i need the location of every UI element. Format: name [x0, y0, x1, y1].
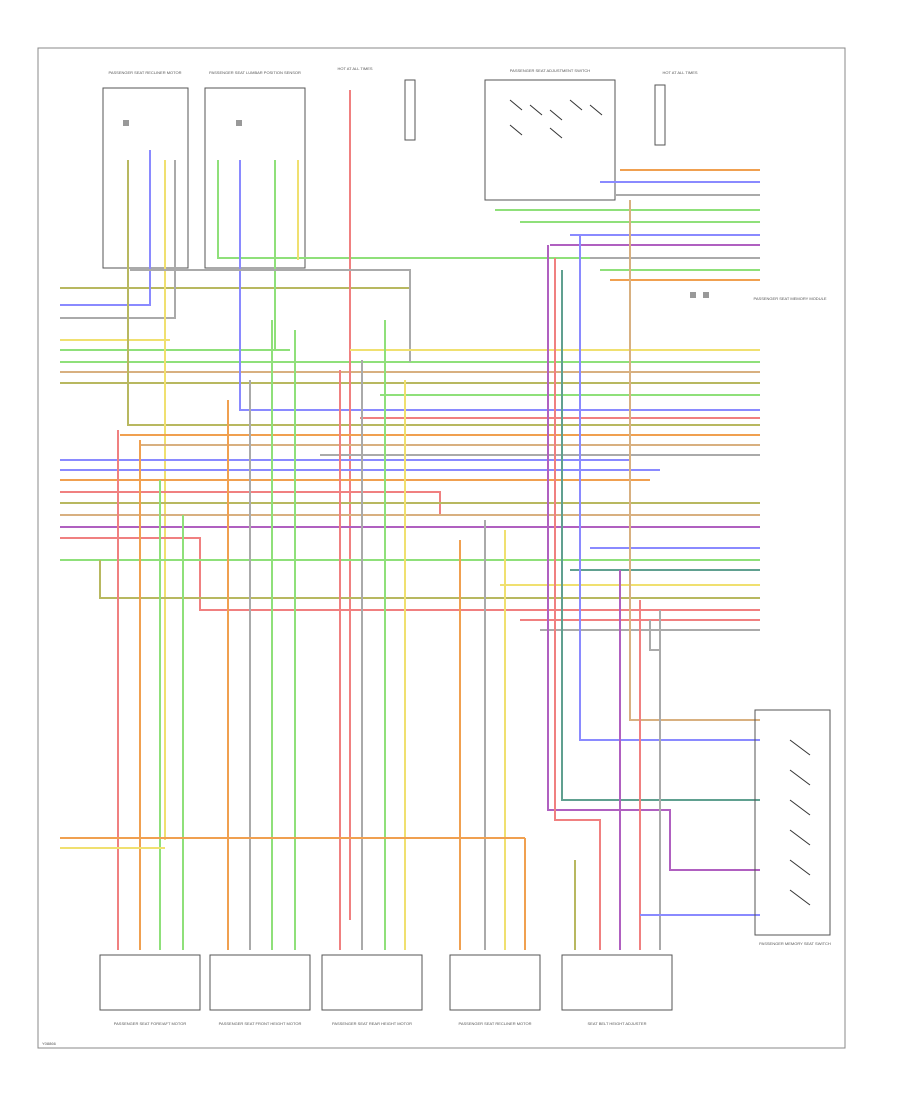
top-component-boxes — [102, 79, 666, 269]
recliner-motor-top-label: PASSENGER SEAT RECLINER MOTOR — [108, 70, 181, 75]
adjustment-switch-contacts — [509, 99, 603, 139]
front-height-motor-label: PASSENGER SEAT FRONT HEIGHT MOTOR — [219, 1021, 302, 1026]
diagram-border — [37, 47, 846, 1049]
fore-aft-motor-label: PASSENGER SEAT FORE/AFT MOTOR — [114, 1021, 187, 1026]
bottom-motor-drops — [117, 320, 661, 950]
rear-height-motor-label: PASSENGER SEAT REAR HEIGHT MOTOR — [332, 1021, 412, 1026]
recliner-motor-bottom-label: PASSENGER SEAT RECLINER MOTOR — [458, 1021, 531, 1026]
memory-seat-switch — [754, 709, 831, 936]
connector-pins — [123, 120, 709, 298]
adjustment-switch-label: PASSENGER SEAT ADJUSTMENT SWITCH — [510, 68, 590, 73]
lumbar-sensor-label: PASSENGER SEAT LUMBAR POSITION SENSOR — [209, 70, 301, 75]
bottom-motor-labels: PASSENGER SEAT FORE/AFT MOTOR PASSENGER … — [114, 1021, 647, 1026]
fuse-label-2: HOT AT ALL TIMES — [662, 70, 697, 75]
top-vertical-wires — [127, 90, 760, 920]
memory-switch-label: PASSENGER MEMORY SEAT SWITCH — [759, 941, 831, 946]
memory-module-middle-wires — [120, 349, 760, 456]
right-vertical-trunk — [547, 200, 760, 950]
memory-module-upper-wires — [495, 169, 760, 281]
fuse-label-1: HOT AT ALL TIMES — [337, 66, 372, 71]
top-component-labels: PASSENGER SEAT RECLINER MOTOR PASSENGER … — [108, 66, 697, 75]
lower-cross-wires — [60, 837, 760, 916]
bottom-motor-boxes — [99, 954, 673, 1011]
seat-belt-adjuster-label: SEAT BELT HEIGHT ADJUSTER — [588, 1021, 647, 1026]
memory-module-label: PASSENGER SEAT MEMORY MODULE — [754, 296, 827, 301]
footer-code: Y08866 — [42, 1041, 57, 1046]
